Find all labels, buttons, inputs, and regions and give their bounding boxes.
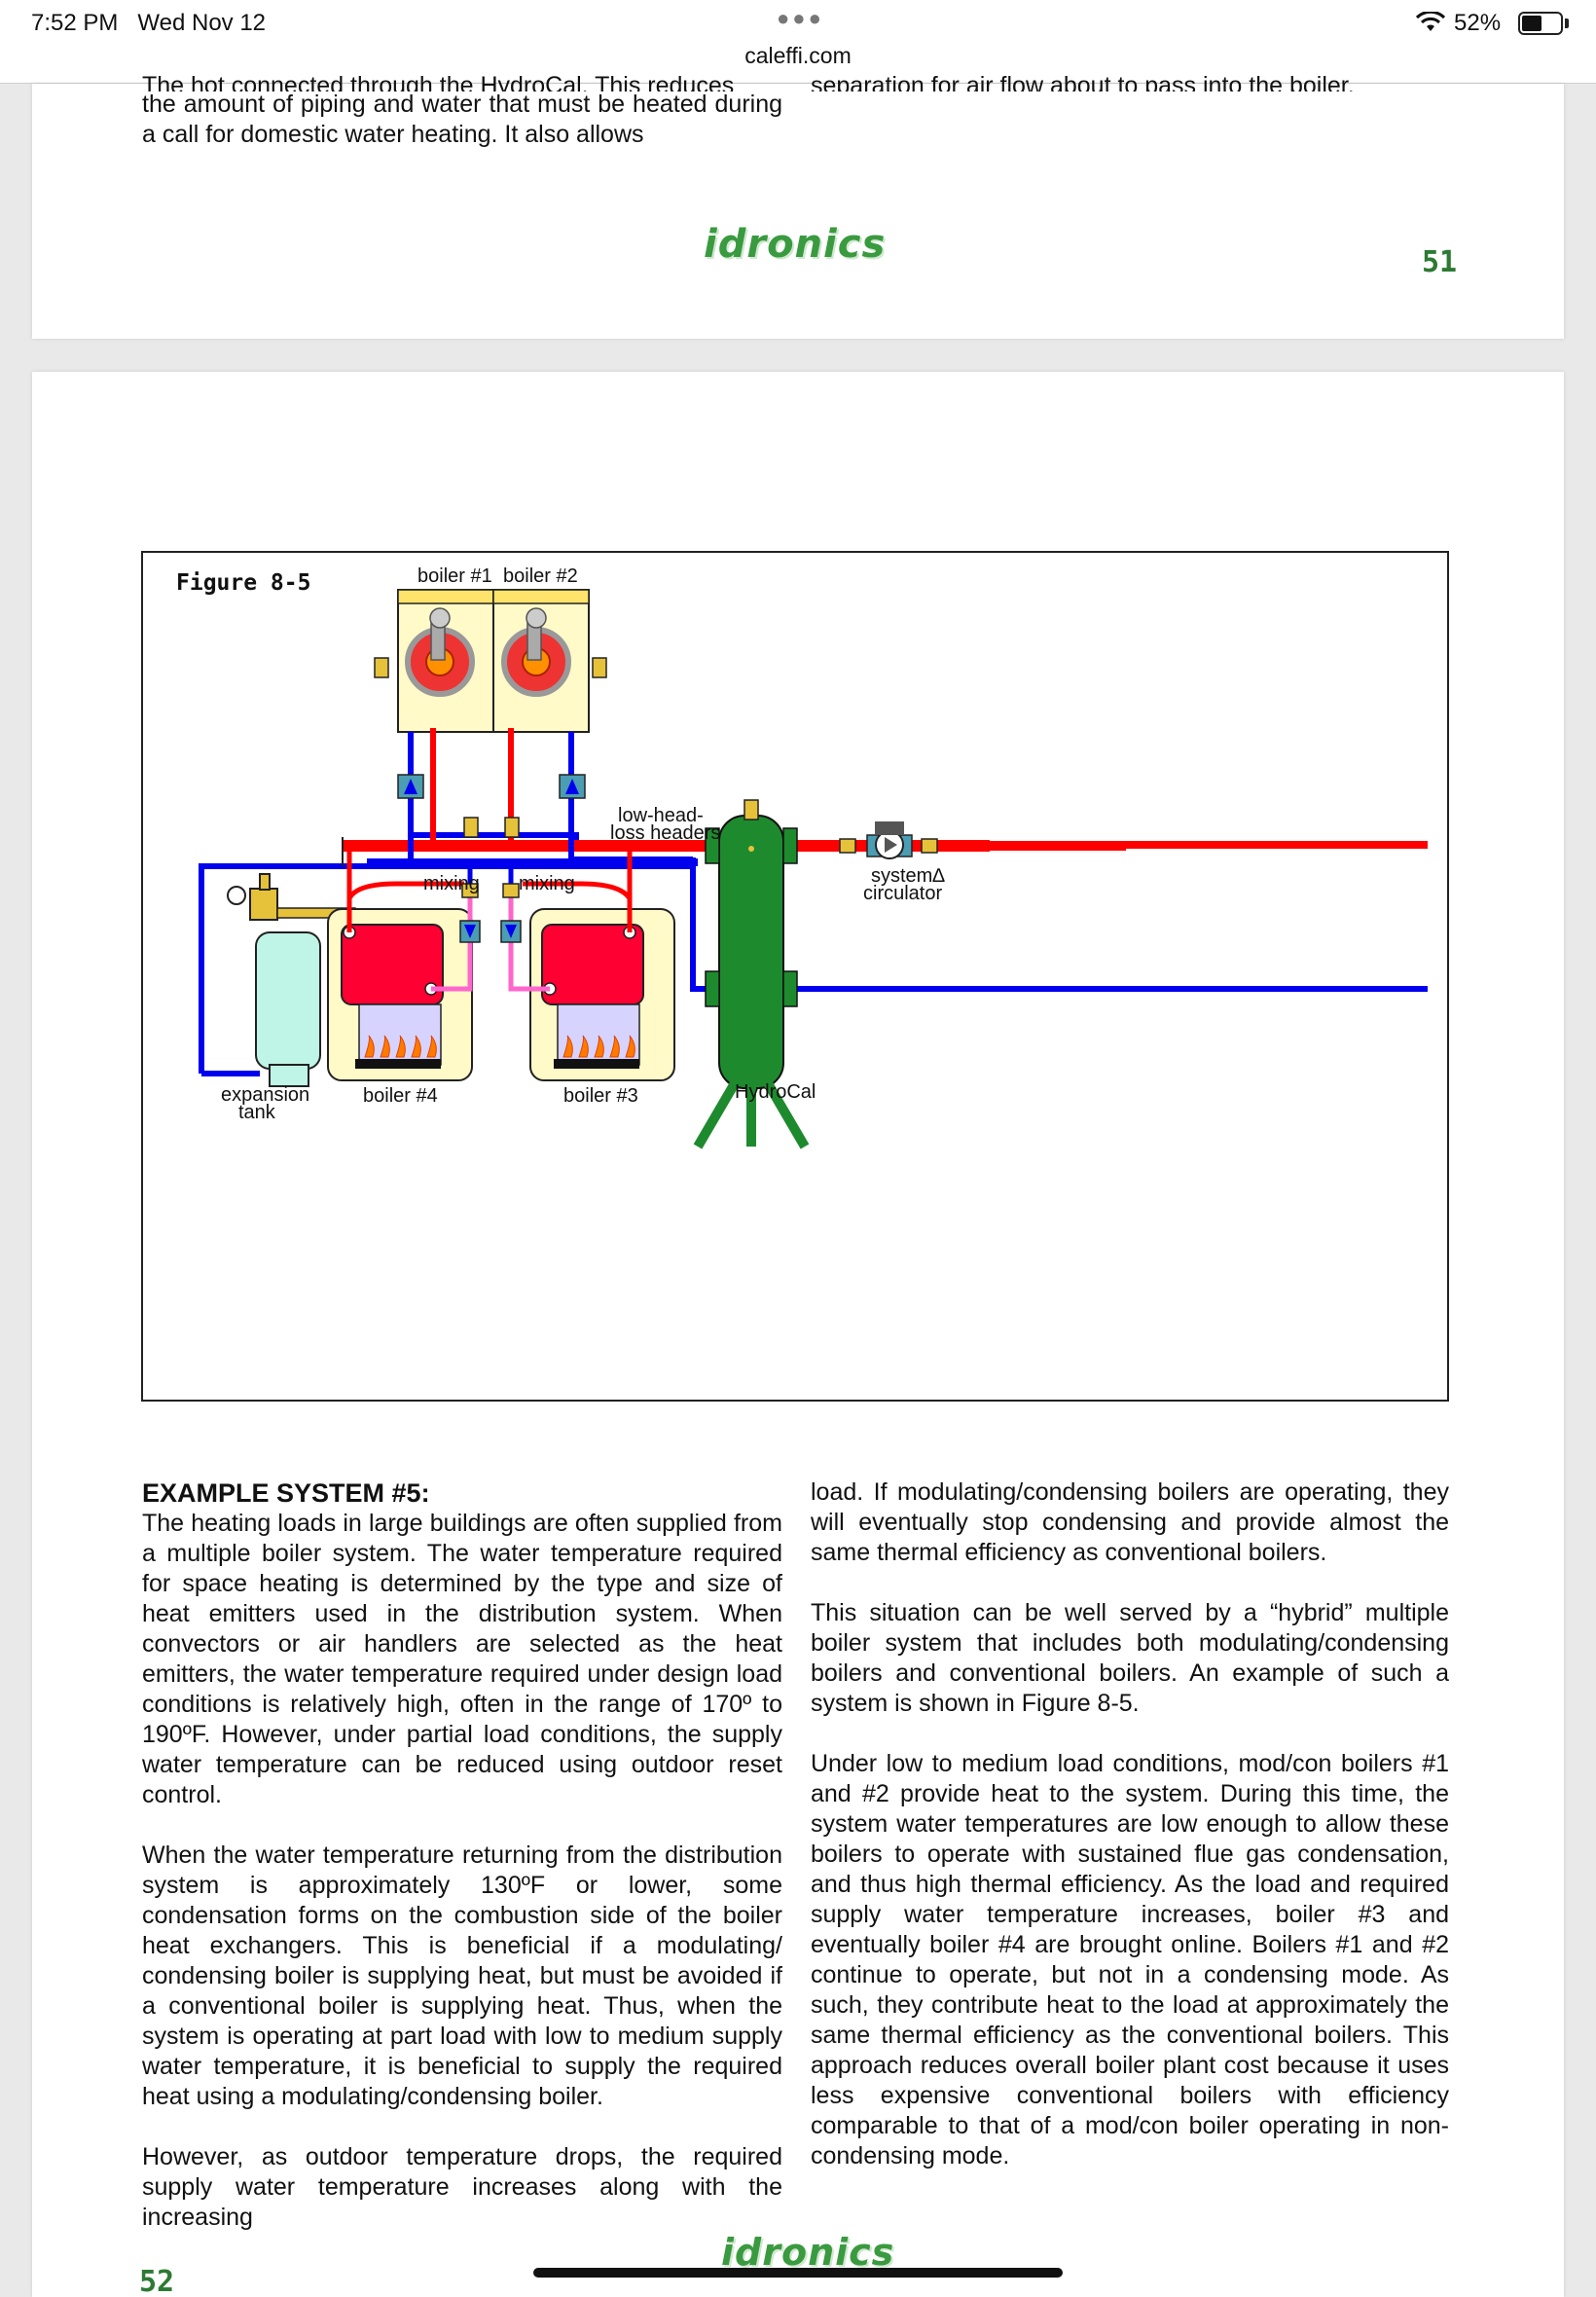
label-boiler-4: boiler #4: [363, 1085, 438, 1107]
article-heading: EXAMPLE SYSTEM #5:: [142, 1478, 430, 1508]
label-headers-line1: low-head-: [618, 805, 704, 826]
wifi-icon: [1416, 12, 1445, 31]
idronics-logo-bottom: idronics: [721, 2231, 895, 2274]
system-circulator: [839, 821, 938, 859]
page-number-bottom: 52: [139, 2265, 175, 2297]
label-boiler-3: boiler #3: [563, 1085, 638, 1107]
more-options-icon[interactable]: ●●●: [777, 6, 824, 30]
clipped-text-right: separation for air flow about to pass in…: [811, 72, 1355, 91]
previous-page: The hot connected through the HydroCal. …: [32, 72, 1564, 339]
boiler-3: [529, 908, 675, 1081]
expansion-tank: [255, 931, 321, 1087]
mixing-circulators: [459, 920, 522, 943]
boiler-circulator-1: [397, 774, 424, 799]
modcon-boiler-piping: [408, 728, 574, 866]
conventional-boiler-piping: [346, 850, 633, 992]
current-page: Figure 8-5: [32, 372, 1564, 2297]
right-paragraph-2: This situation can be well served by a “…: [811, 1599, 1449, 1717]
label-boiler-2: boiler #2: [503, 565, 578, 587]
article-left-column: EXAMPLE SYSTEM #5: The heating loads in …: [142, 1477, 782, 2263]
right-paragraph-3: Under low to medium load conditions, mod…: [811, 1750, 1449, 2169]
status-bar: 7:52 PM Wed Nov 12 ●●● caleffi.com 52%: [0, 0, 1596, 84]
label-hydrocal: HydroCal: [735, 1081, 816, 1103]
figure-8-5: Figure 8-5: [141, 551, 1449, 1402]
label-headers-line2: loss headers: [610, 822, 720, 844]
mixing-valves: [461, 883, 520, 898]
label-mixing-left: mixing: [423, 873, 480, 894]
battery-icon: [1518, 12, 1563, 35]
status-time: 7:52 PM Wed Nov 12: [31, 10, 267, 36]
boiler-circulator-2: [559, 774, 586, 799]
label-expansion-line2: tank: [238, 1102, 276, 1123]
piping-diagram: Figure 8-5: [176, 565, 1428, 1149]
boiler-1: [397, 589, 494, 733]
hydrocal-separator: [693, 799, 810, 1149]
label-mixing-right: mixing: [519, 873, 575, 894]
page-number: 51: [1422, 245, 1458, 279]
relief-valves-top: [374, 657, 607, 838]
address-bar-url[interactable]: caleffi.com: [744, 43, 852, 68]
burner-flames: [364, 1035, 635, 1058]
pressure-reducing-valve: [227, 873, 356, 921]
right-paragraph-1: load. If modulating/condensing boilers a…: [811, 1478, 1449, 1566]
left-paragraph-2: When the water temperature returning fro…: [142, 1841, 782, 2110]
label-boiler-1: boiler #1: [417, 565, 492, 587]
previous-page-text: the amount of piping and water that must…: [142, 91, 782, 148]
label-system-line1: system∆: [871, 865, 945, 887]
clipped-text-left: The hot connected through the HydroCal. …: [142, 72, 735, 91]
battery-nub: [1565, 18, 1569, 28]
article-right-column: load. If modulating/condensing boilers a…: [811, 1477, 1449, 2202]
battery-percent: 52%: [1454, 10, 1502, 36]
home-indicator[interactable]: [533, 2268, 1063, 2278]
label-system-line2: circulator: [863, 883, 942, 904]
figure-title: Figure 8-5: [176, 570, 310, 596]
left-paragraph-1: The heating loads in large buildings are…: [142, 1510, 782, 1808]
boiler-2: [492, 589, 590, 733]
idronics-logo: idronics: [704, 222, 887, 267]
label-expansion-line1: expansion: [221, 1084, 309, 1106]
boiler-4: [327, 908, 473, 1081]
left-paragraph-3: However, as outdoor temperature drops, t…: [142, 2143, 782, 2231]
